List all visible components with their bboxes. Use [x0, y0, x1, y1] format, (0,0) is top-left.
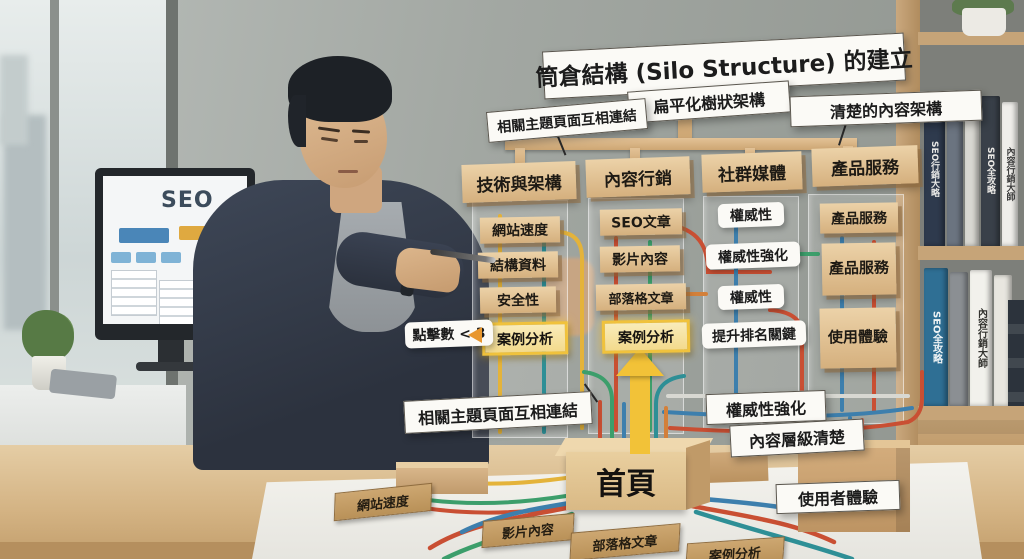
window-building	[0, 55, 28, 145]
book-spine: 內容行銷大師	[970, 270, 992, 406]
man-hair-side	[288, 95, 306, 147]
flowchart-node-blue	[119, 228, 169, 243]
monitor-seo-heading: SEO	[161, 188, 214, 213]
desk-plant-leaves	[22, 310, 74, 362]
silo-header-2: 內容行銷	[585, 156, 691, 198]
window-mullion	[50, 0, 59, 470]
silo-header-4: 產品服務	[811, 145, 919, 187]
window-building	[4, 115, 46, 330]
flowchart-node-small	[111, 252, 131, 263]
silo-item: 部落格文章	[595, 283, 687, 311]
silo-item-tall: 使用體驗	[819, 307, 897, 369]
man-mouth	[338, 170, 358, 173]
flowchart-node-small	[161, 252, 181, 263]
book-spine	[994, 275, 1012, 406]
bookshelf-board	[918, 246, 1024, 260]
stacked-books	[1008, 300, 1024, 406]
homepage-box-side	[686, 440, 710, 510]
authority-bottom-label: 權威性強化	[705, 389, 827, 426]
monitor-stand	[158, 340, 184, 364]
silo-item-highlight: 案例分析	[481, 321, 569, 356]
homepage-box-front: 首頁	[566, 452, 686, 510]
silo-item-tall: 產品服務	[821, 242, 897, 296]
book-spine: SEO全攻略	[981, 96, 1000, 246]
silo-header-3: 社群媒體	[701, 151, 803, 193]
silo-item-tag: 權威性強化	[705, 241, 801, 270]
silo-item: 網站速度	[479, 216, 561, 244]
ux-bottom-label: 使用者體驗	[775, 479, 901, 515]
book-spine: SEO行銷大略	[924, 92, 945, 246]
book-spine: 內容行銷大師	[1002, 102, 1018, 246]
related-pages-top-label: 相關主題頁面互相連結	[485, 98, 649, 143]
yellow-arrow-shaft	[630, 374, 650, 454]
silo-item: 產品服務	[819, 202, 899, 234]
book-spine	[947, 100, 963, 246]
monitor-screen: SEO	[103, 176, 247, 324]
silo-header-1: 技術與架構	[461, 161, 577, 203]
silo-item-tag: 權威性	[717, 283, 785, 311]
silo-item-tag: 提升排名關鍵	[701, 320, 807, 349]
bookshelf-board	[918, 406, 1024, 420]
monitor-base	[136, 362, 208, 371]
tree-stub	[515, 148, 525, 170]
book-spine	[950, 272, 968, 406]
silo-item-tag: 權威性	[717, 201, 785, 229]
silo-item: 結構資料	[477, 251, 559, 279]
flowchart-doc	[111, 270, 157, 316]
silo-item: SEO文章	[599, 208, 683, 236]
book-spine: SEO全攻略	[924, 268, 948, 406]
tree-beam-horizontal	[505, 138, 857, 150]
tree-stub	[630, 148, 640, 166]
silo-item: 影片內容	[599, 245, 681, 273]
book-spine	[965, 104, 979, 246]
shelf-plant-pot	[962, 8, 1006, 36]
silo-item-highlight: 案例分析	[601, 319, 691, 354]
orange-arrow-left-icon	[468, 327, 482, 343]
flowchart-node-small	[136, 252, 156, 263]
silo-item: 安全性	[479, 286, 557, 314]
man-eye	[354, 140, 368, 143]
